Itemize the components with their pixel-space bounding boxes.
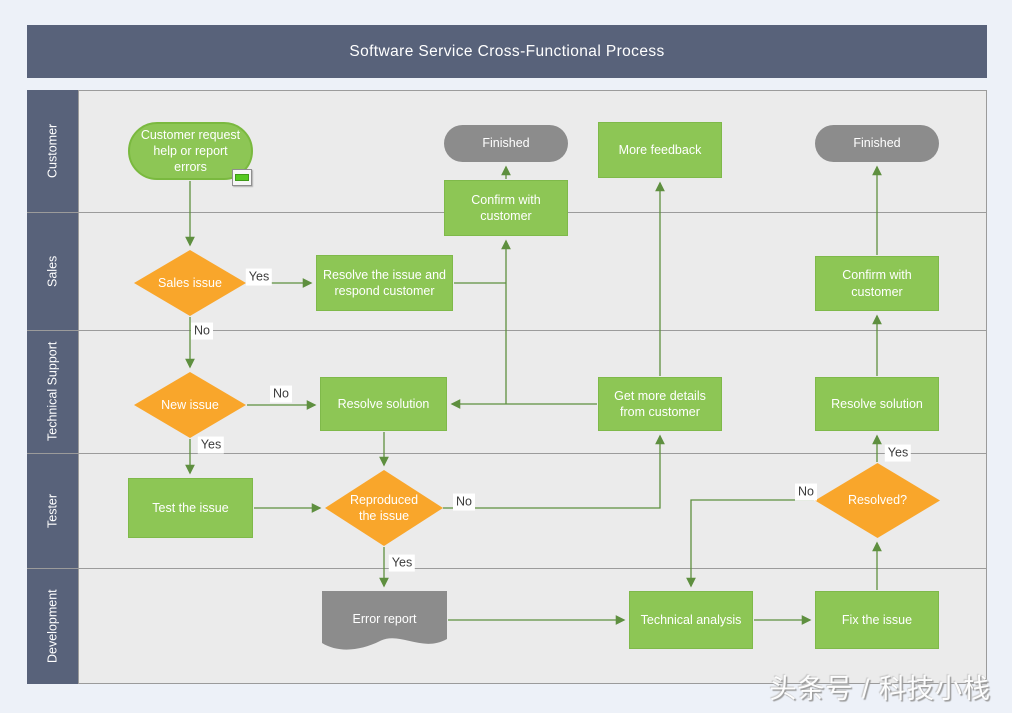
- lane-divider-tester-development: [27, 568, 987, 569]
- node-start-customer-request: Customer request help or report errors: [128, 122, 253, 180]
- lane-label-technical-support: Technical Support: [45, 341, 60, 442]
- edge-label-reproduced-yes: Yes: [388, 554, 416, 572]
- edge-label-resolved-yes: Yes: [884, 444, 912, 462]
- node-resolve-solution-right: Resolve solution: [815, 377, 939, 431]
- page-title: Software Service Cross-Functional Proces…: [349, 42, 665, 60]
- diagram-title-bar: Software Service Cross-Functional Proces…: [27, 25, 987, 78]
- node-error-report-document: Error report: [322, 591, 447, 653]
- edge-label-reproduced-no: No: [453, 493, 475, 511]
- node-confirm-with-customer-right: Confirm with customer: [815, 256, 939, 311]
- lane-divider-sales-techsupport: [27, 330, 987, 331]
- edge-label-new-no: No: [270, 385, 292, 403]
- node-resolve-issue-respond: Resolve the issue and respond customer: [316, 255, 453, 311]
- node-more-feedback: More feedback: [598, 122, 722, 178]
- lane-column-separator: [78, 90, 79, 684]
- node-fix-the-issue: Fix the issue: [815, 591, 939, 649]
- watermark-text: 头条号 / 科技小栈: [769, 674, 991, 704]
- node-error-report-label: Error report: [352, 611, 417, 626]
- node-test-the-issue: Test the issue: [128, 478, 253, 538]
- node-resolve-solution-left: Resolve solution: [320, 377, 447, 431]
- lane-label-sales: Sales: [45, 255, 60, 287]
- lane-divider-techsupport-tester: [27, 453, 987, 454]
- lane-label-column: [27, 90, 78, 684]
- lane-label-customer: Customer: [45, 123, 60, 179]
- note-attachment-icon: [232, 169, 252, 186]
- node-finished-right: Finished: [815, 125, 939, 162]
- edge-label-sales-no: No: [191, 322, 213, 340]
- node-get-more-details: Get more details from customer: [598, 377, 722, 431]
- lane-label-tester: Tester: [45, 493, 60, 528]
- node-technical-analysis: Technical analysis: [629, 591, 753, 649]
- node-finished-left: Finished: [444, 125, 568, 162]
- lane-label-development: Development: [45, 589, 60, 663]
- edge-label-new-yes: Yes: [197, 436, 225, 454]
- document-shape: [322, 591, 447, 650]
- edge-label-sales-yes: Yes: [245, 268, 273, 286]
- note-attachment-icon-bar: [235, 174, 249, 181]
- edge-label-resolved-no: No: [795, 483, 817, 501]
- node-confirm-with-customer-left: Confirm with customer: [444, 180, 568, 236]
